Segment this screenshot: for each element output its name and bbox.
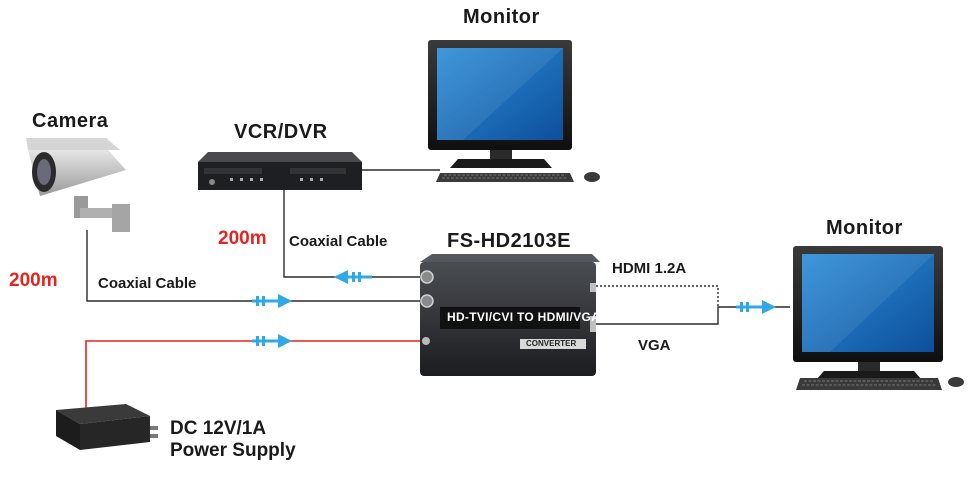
power-cable [85, 340, 420, 408]
vga-cable [596, 306, 790, 325]
bnc-input-1 [420, 270, 434, 284]
bnc-input-2 [420, 294, 434, 308]
camera-coax-cable [86, 230, 420, 302]
vga-port [590, 316, 596, 332]
power-supply-line2: Power Supply [170, 440, 296, 461]
arrow-vcr-input [334, 270, 372, 284]
power-supply [56, 404, 158, 450]
vcr-dvr-label: VCR/DVR [234, 121, 328, 143]
monitor-top-label: Monitor [463, 6, 540, 28]
coax-camera-label: Coaxial Cable [98, 275, 197, 292]
hdmi-cable [596, 285, 719, 307]
distance-camera-label: 200m [9, 270, 58, 291]
arrow-monitor-output [736, 300, 776, 314]
vga-label: VGA [638, 337, 671, 354]
camera-device [26, 138, 130, 232]
hdmi-label: HDMI 1.2A [612, 260, 687, 277]
distance-vcr-label: 200m [218, 228, 267, 249]
power-port [422, 337, 430, 345]
camera-label: Camera [32, 110, 109, 132]
converter-panel-text: HD-TVI/CVI TO HDMI/VGA [447, 310, 601, 324]
vcr-coax-cable [283, 190, 420, 278]
monitor-right [793, 246, 964, 390]
converter-badge-text: CONVERTER [526, 339, 577, 348]
monitor-right-label: Monitor [826, 217, 903, 239]
converter-box [420, 254, 600, 376]
arrow-camera-input [252, 294, 292, 308]
coax-vcr-label: Coaxial Cable [289, 233, 388, 250]
device-model-label: FS-HD2103E [447, 230, 571, 252]
power-supply-line1: DC 12V/1A [170, 418, 267, 439]
vcr-dvr-device [198, 152, 362, 190]
power-supply-label: DC 12V/1A Power Supply [170, 418, 296, 462]
hdmi-port [590, 283, 596, 292]
monitor-top [428, 40, 600, 182]
arrow-power-input [252, 334, 292, 348]
